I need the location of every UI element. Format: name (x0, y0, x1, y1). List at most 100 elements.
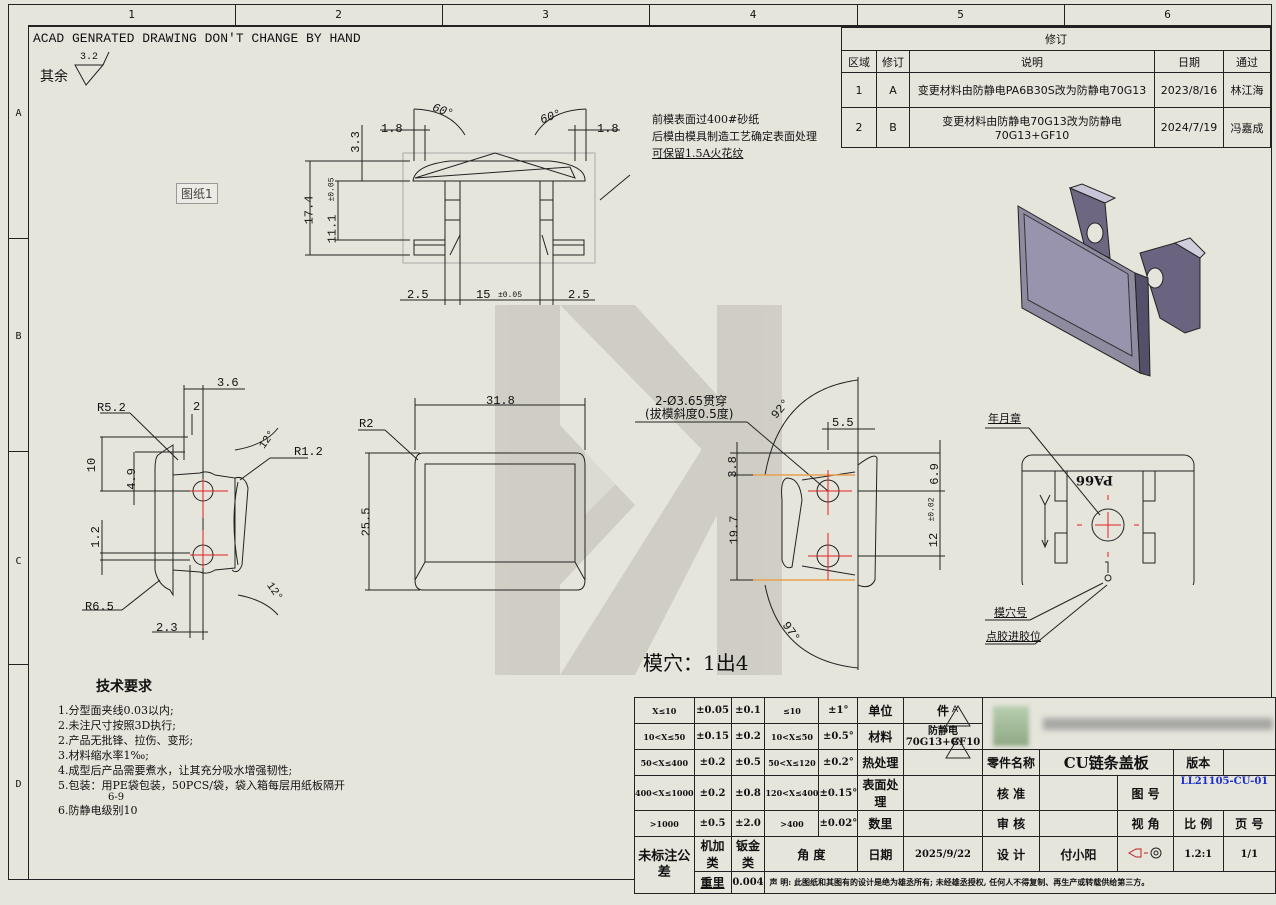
machining-label: 机加类 (693, 836, 732, 872)
tol-cell: ≤10 (764, 697, 820, 724)
tech-item: 2.未注尺寸按照3D执行; (58, 719, 177, 732)
surface-finish-value: 3.2 (80, 52, 99, 63)
statement: 声 明: 此图纸和其图有的设计是绝为雄丞所有; 未经雄丞授权, 任何人不得复制、… (764, 871, 1276, 894)
tech-item: 5.包装：用PE袋包装，50PCS/袋，袋入箱每层用纸板隔开 (58, 779, 345, 792)
dim-h38: 3.8 (725, 456, 740, 478)
qty-label: 数里 (857, 810, 904, 837)
zone-col-5: 5 (857, 5, 1065, 25)
tol-cell: ±0.2 (730, 723, 766, 750)
page-value: 1/1 (1222, 836, 1276, 872)
sheet-metal-label: 钣金类 (730, 836, 766, 872)
tol-cell: ±0.1 (730, 697, 766, 724)
material-value: 防静电70G13+GF10 (902, 723, 984, 750)
esd-exponent: 6-9 (108, 792, 125, 803)
designer: 付小阳 (1038, 836, 1119, 872)
rev-header: 说明 (909, 50, 1155, 73)
hole-note: 2-Ø3.65贯穿 (拔模斜度0.5度) (645, 395, 733, 421)
side-view-left-drawing (82, 385, 308, 640)
tol-cell: 120<X≤400 (764, 775, 820, 811)
part-name-label: 零件名称 (982, 749, 1040, 776)
revision-row: 2 B 变更材料由防静电70G13改为防静电70G13+GF10 2024/7/… (841, 107, 1271, 148)
qty-value (902, 810, 984, 837)
zone-row-d: D (15, 779, 22, 790)
roughness-symbol-icon (74, 51, 110, 86)
tol-cell: ±0.05 (693, 697, 732, 724)
dim-total-h: 17.4 (302, 195, 317, 225)
tol-cell: 400<X≤1000 (634, 775, 695, 811)
tol-cell: ±0.5° (818, 723, 859, 750)
rev-letter: A (876, 72, 910, 108)
rev-approved: 冯嘉成 (1223, 107, 1271, 148)
dim-h12: 1.2 (88, 526, 103, 548)
rev-header: 修订 (876, 50, 910, 73)
dim-h12-tol: ±0.02 (927, 497, 937, 522)
tol-cell: 10<X≤50 (764, 723, 820, 750)
dim-radius: R2 (359, 417, 374, 431)
tol-cell: ±0.15° (818, 775, 859, 811)
cavity-note: 模穴：1出4 (643, 651, 749, 675)
dim-cap-h: 3.3 (348, 131, 363, 153)
tol-cell: ±2.0 (730, 810, 766, 837)
sheet-tag[interactable]: 图纸1 (176, 183, 218, 204)
bottom-view-drawing (1021, 454, 1195, 585)
page-label: 页 号 (1222, 810, 1276, 837)
rev-letter: B (876, 107, 910, 148)
tech-title: 技术要求 (96, 679, 152, 695)
tol-cell: >400 (764, 810, 820, 837)
surface-note-line: 前模表面过400#砂纸 (652, 113, 760, 126)
zone-col-6: 6 (1164, 8, 1171, 21)
revision-table: 修订 区域 修订 说明 日期 通过 1 A 变更材料由防静电PA6B30S改为防… (841, 27, 1271, 148)
date-value: 2025/9/22 (902, 836, 984, 872)
rev-header: 区域 (841, 50, 877, 73)
dim-r-top: R5.2 (97, 401, 126, 415)
approve-label: 核 准 (982, 775, 1040, 811)
dim-leg-w-left: 2.5 (407, 288, 429, 302)
untoleranced-label: 未标注公差 (634, 836, 695, 894)
zone-divider (28, 25, 1272, 26)
tol-cell: 50<X≤120 (764, 749, 820, 776)
review-label: 审 核 (982, 810, 1040, 837)
drawing-no-label: 图 号 (1117, 775, 1174, 811)
view-label: 视 角 (1117, 810, 1174, 837)
tech-item: 3.材料缩水率1‰; (58, 749, 149, 762)
tech-item: 2.产品无批锋、拉伤、变形; (58, 734, 194, 747)
surface-note-line: 后模由模具制造工艺确定表面处理 (652, 130, 817, 143)
tol-cell: ±0.2 (693, 749, 732, 776)
zone-row-a: A (9, 26, 28, 239)
surface-label: 表面处理 (857, 775, 904, 811)
rev-zone: 2 (841, 107, 877, 148)
company-name-blurred (1043, 718, 1274, 730)
zone-col-4: 4 (649, 5, 858, 25)
top-view-drawing (358, 398, 586, 591)
dim-leg-gap: 15 (476, 288, 491, 302)
surface-finish-prefix: 其余 (40, 69, 68, 85)
dim-h10: 10 (85, 457, 100, 473)
dim-r-tip: R1.2 (294, 445, 323, 459)
hole-note-line: 2-Ø3.65贯穿 (655, 394, 728, 408)
review-value (1038, 810, 1119, 837)
heat-label: 热处理 (857, 749, 904, 776)
tol-cell: ±0.8 (730, 775, 766, 811)
date-stamp-label: 年月章 (988, 412, 1021, 425)
zone-col-2: 2 (235, 5, 443, 25)
surface-note-line: 可保留1.5A火花纹 (652, 147, 744, 160)
scale-value: 1.2:1 (1172, 836, 1224, 872)
front-view-drawing (305, 108, 631, 305)
weight-value: 0.004 (730, 871, 766, 894)
angle-label: 角 度 (764, 836, 859, 872)
rev-desc: 变更材料由防静电70G13改为防静电70G13+GF10 (909, 107, 1155, 148)
tol-cell: 10<X≤50 (634, 723, 695, 750)
tol-cell: ±0.5 (730, 749, 766, 776)
zone-row-c: C (9, 452, 28, 665)
tol-cell: ±0.15 (693, 723, 732, 750)
projection-symbol (1117, 836, 1174, 872)
tech-item: 4.成型后产品需要煮水，让其充分吸水增强韧性; (58, 764, 293, 777)
rev-header: 日期 (1154, 50, 1224, 73)
tol-cell: ±0.2° (818, 749, 859, 776)
tol-cell: X≤10 (634, 697, 695, 724)
dim-leg-tol: ±0.05 (327, 177, 337, 202)
date-label: 日期 (857, 836, 904, 872)
tol-cell: ±0.2 (693, 775, 732, 811)
gate-label: 点胶进胶位 (986, 630, 1041, 643)
design-label: 设 计 (982, 836, 1040, 872)
